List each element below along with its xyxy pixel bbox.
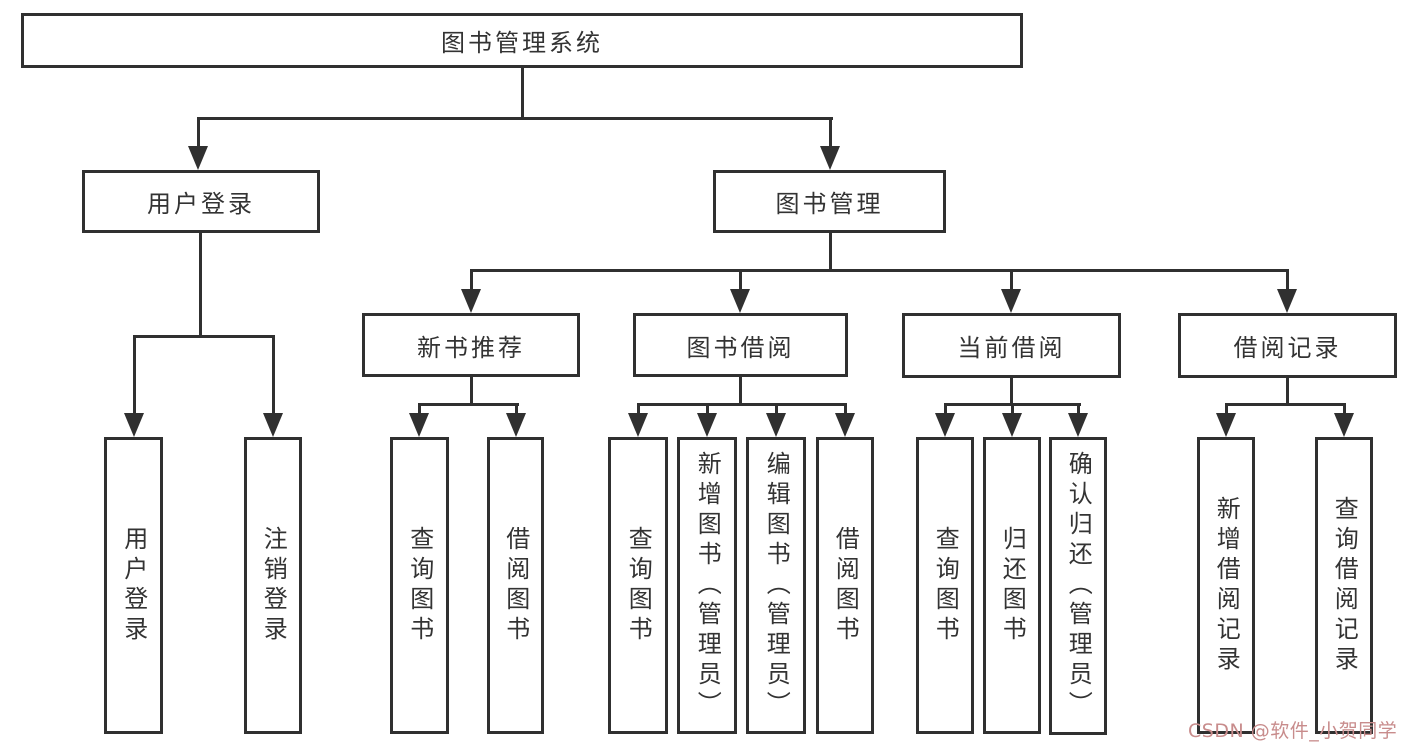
arrow-down-icon bbox=[628, 413, 648, 437]
arrow-down-icon bbox=[461, 289, 481, 313]
connector-line bbox=[774, 403, 778, 415]
arrow-down-icon bbox=[124, 413, 144, 437]
connector-line bbox=[843, 403, 847, 415]
leaf-label: 查询图书 bbox=[624, 525, 653, 646]
connector-line bbox=[738, 269, 742, 291]
connector-line bbox=[1076, 403, 1080, 415]
leaf-label: 归还图书 bbox=[998, 525, 1027, 646]
node-book-management: 图书管理 bbox=[713, 170, 946, 233]
leaf-label: 确认归还（管理员） bbox=[1064, 451, 1093, 721]
connector-line bbox=[198, 233, 202, 337]
connector-line bbox=[738, 377, 742, 405]
arrow-down-icon bbox=[935, 413, 955, 437]
arrow-down-icon bbox=[1277, 289, 1297, 313]
csdn-watermark: CSDN @软件_小贺同学 bbox=[1188, 720, 1398, 742]
arrow-down-icon bbox=[1001, 289, 1021, 313]
arrow-down-icon bbox=[820, 146, 840, 170]
connector-line bbox=[132, 335, 136, 415]
leaf-label: 注销登录 bbox=[259, 525, 288, 646]
leaf-add-book-admin: 新增图书（管理员） bbox=[677, 437, 737, 734]
connector-line bbox=[705, 403, 709, 415]
connector-line bbox=[469, 377, 473, 405]
leaf-add-borrow-record: 新增借阅记录 bbox=[1197, 437, 1255, 734]
leaf-query-borrow-record: 查询借阅记录 bbox=[1315, 437, 1373, 734]
node-new-book-recommend: 新书推荐 bbox=[362, 313, 580, 377]
leaf-label: 用户登录 bbox=[119, 525, 148, 646]
connector-line bbox=[1224, 403, 1228, 415]
connector-line bbox=[1010, 403, 1014, 415]
arrow-down-icon bbox=[1216, 413, 1236, 437]
leaf-label: 新增图书（管理员） bbox=[693, 450, 722, 721]
leaf-label: 查询图书 bbox=[931, 525, 960, 646]
arrow-down-icon bbox=[1334, 413, 1354, 437]
leaf-label: 查询借阅记录 bbox=[1330, 495, 1359, 676]
connector-line bbox=[196, 117, 833, 120]
connector-line bbox=[636, 403, 640, 415]
node-book-management-system: 图书管理系统 bbox=[21, 13, 1023, 68]
leaf-borrow-book: 借阅图书 bbox=[487, 437, 544, 734]
node-current-borrow: 当前借阅 bbox=[902, 313, 1121, 378]
connector-line bbox=[1285, 269, 1289, 291]
connector-line bbox=[520, 68, 524, 118]
arrow-down-icon bbox=[766, 413, 786, 437]
node-borrow-record: 借阅记录 bbox=[1178, 313, 1397, 378]
connector-line bbox=[271, 335, 275, 415]
connector-line bbox=[1342, 403, 1346, 415]
arrow-down-icon bbox=[697, 413, 717, 437]
connector-line bbox=[196, 117, 200, 149]
connector-line bbox=[514, 403, 518, 415]
arrow-down-icon bbox=[835, 413, 855, 437]
leaf-borrow-book: 借阅图书 bbox=[816, 437, 874, 734]
leaf-user-login: 用户登录 bbox=[104, 437, 163, 734]
arrow-down-icon bbox=[409, 413, 429, 437]
leaf-query-book: 查询图书 bbox=[608, 437, 668, 734]
connector-line bbox=[1285, 377, 1289, 405]
connector-line bbox=[417, 403, 519, 406]
leaf-confirm-return-admin: 确认归还（管理员） bbox=[1049, 437, 1107, 735]
connector-line bbox=[469, 269, 473, 291]
connector-line bbox=[828, 117, 832, 149]
arrow-down-icon bbox=[1068, 413, 1088, 437]
connector-line bbox=[1224, 403, 1346, 406]
leaf-label: 新增借阅记录 bbox=[1212, 495, 1241, 676]
leaf-query-book: 查询图书 bbox=[390, 437, 449, 734]
connector-line bbox=[1009, 377, 1013, 405]
connector-line bbox=[417, 403, 421, 415]
connector-line bbox=[943, 403, 947, 415]
leaf-return-book: 归还图书 bbox=[983, 437, 1041, 734]
leaf-label: 编辑图书（管理员） bbox=[762, 450, 791, 721]
leaf-label: 借阅图书 bbox=[501, 525, 530, 646]
connector-line bbox=[469, 269, 1289, 272]
leaf-query-book: 查询图书 bbox=[916, 437, 974, 734]
arrow-down-icon bbox=[730, 289, 750, 313]
arrow-down-icon bbox=[188, 146, 208, 170]
arrow-down-icon bbox=[1002, 413, 1022, 437]
connector-line bbox=[132, 335, 275, 338]
connector-line bbox=[828, 233, 832, 272]
leaf-logout: 注销登录 bbox=[244, 437, 302, 734]
arrow-down-icon bbox=[506, 413, 526, 437]
leaf-label: 借阅图书 bbox=[831, 525, 860, 646]
arrow-down-icon bbox=[263, 413, 283, 437]
node-user-login: 用户登录 bbox=[82, 170, 320, 233]
leaf-label: 查询图书 bbox=[405, 525, 434, 646]
connector-line bbox=[636, 403, 847, 406]
connector-line bbox=[1009, 269, 1013, 291]
node-book-borrow: 图书借阅 bbox=[633, 313, 848, 377]
leaf-edit-book-admin: 编辑图书（管理员） bbox=[746, 437, 806, 734]
